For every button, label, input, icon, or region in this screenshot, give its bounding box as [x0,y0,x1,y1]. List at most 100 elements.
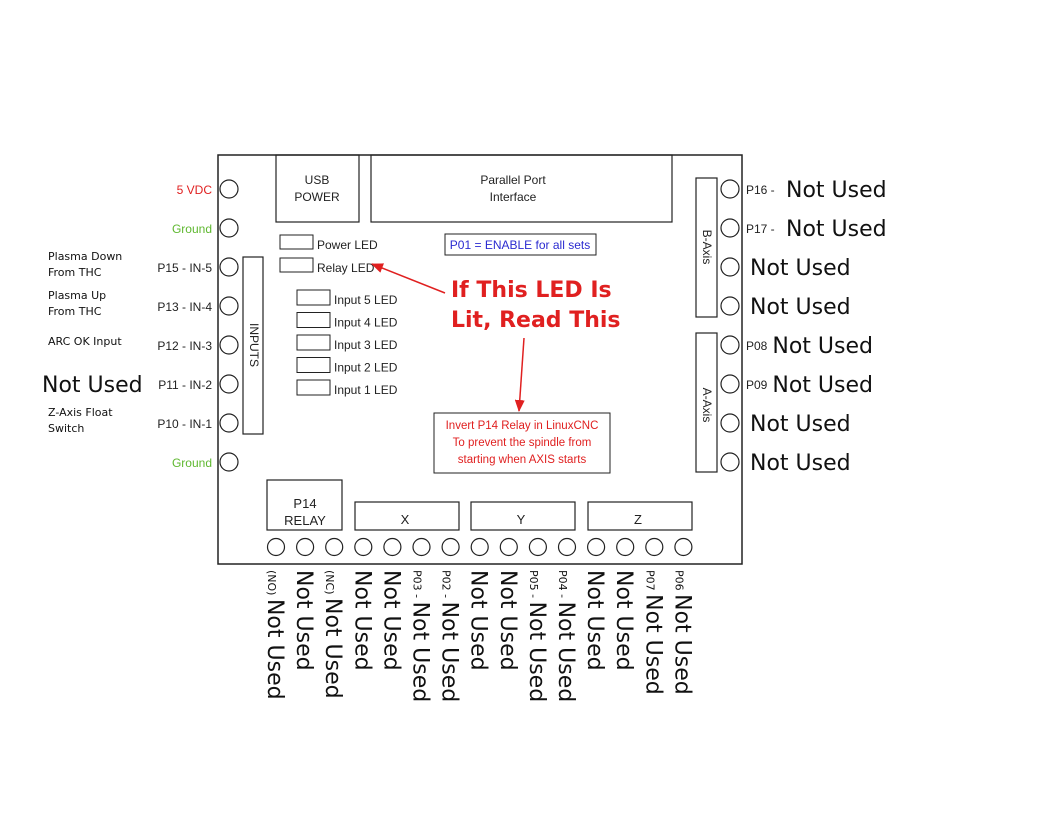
callout-arrow-to-led [371,263,446,294]
left-terminal [219,452,239,472]
input-led-4 [296,312,331,328]
bottom-pin-desc: Not Used [291,570,316,671]
left-terminal [219,218,239,238]
relay-led-label: Relay LED [317,261,375,275]
bottom-terminal [296,537,315,557]
right-pin-desc: Not Used [786,217,887,242]
bottom-terminal [557,537,577,557]
right-pin-label: P09 [746,378,768,392]
bottom-pin-prefix: P03 - [411,570,424,602]
right-pin-desc: Not Used [750,295,851,320]
right-pin-desc: Not Used [772,334,873,359]
bottom-terminal [499,537,518,557]
parallel-label-line1: Parallel Port [480,173,546,187]
right-pin-desc: Not Used [750,256,851,281]
input-led-5 [296,289,331,306]
bottom-pin-desc: Not Used [495,570,520,671]
parallel-port-box: Parallel Port Interface [370,154,673,223]
bottom-pin-desc: Not Used [582,570,607,671]
left-terminal [219,374,239,394]
input-led-label: Input 3 LED [334,338,398,352]
parallel-label-line2: Interface [490,190,537,204]
enable-note-text: P01 = ENABLE for all sets [450,238,590,252]
bottom-terminal [266,537,286,557]
right-terminal [720,335,740,355]
x-axis-box: X [354,501,460,531]
bottom-pin-label: Not Used [349,570,374,671]
bottom-pin-label: Not Used [291,570,316,671]
input-led-3 [296,334,331,351]
relay-box-line1: P14 [293,496,316,511]
input-led-2 [296,357,331,373]
bottom-pin-desc: Not Used [437,602,462,703]
bottom-pin-prefix: (NO) [265,570,278,599]
bottom-pin-prefix: P05 - [527,570,540,602]
bottom-pin-desc: Not Used [640,594,665,695]
bottom-pin-desc: Not Used [408,602,433,703]
left-terminal [219,179,239,199]
bottom-pin-desc: Not Used [378,570,403,671]
bottom-terminal [325,537,344,557]
left-pin-label: 5 VDC [177,183,213,197]
bottom-terminal [674,537,693,557]
right-pin-label: P08 [746,339,768,353]
bottom-pin-label: P03 - Not Used [408,570,433,702]
x-label: X [401,512,410,527]
bottom-terminal [616,537,635,557]
left-pin-desc: Z-Axis Float [48,406,113,419]
z-label: Z [634,512,642,527]
a-axis-box: A-Axis [695,332,718,473]
bottom-pin-desc: Not Used [611,570,636,671]
left-terminal [219,413,239,433]
power-led [279,234,314,250]
bottom-terminal [586,537,606,557]
input-led-label: Input 5 LED [334,293,398,307]
left-pin-label: P10 - IN-1 [157,417,212,431]
usb-label-line1: USB [305,173,330,187]
invert-line2: To prevent the spindle from [453,437,592,449]
bottom-pin-label: (NC) Not Used [320,570,345,699]
b-axis-box: B-Axis [695,177,718,318]
left-pin-label: P13 - IN-4 [157,300,212,314]
left-pin-label: P12 - IN-3 [157,339,212,353]
input-led-label: Input 2 LED [334,361,398,375]
left-pin-label: P11 - IN-2 [158,378,212,392]
bottom-terminal [383,537,402,557]
callout-line1: If This LED Is [451,278,612,303]
right-terminal [720,452,740,472]
left-terminal [219,335,239,355]
power-led-label: Power LED [317,238,378,252]
left-pin-desc: Not Used [42,373,143,398]
right-pin-desc: Not Used [786,178,887,203]
bottom-pin-label: Not Used [582,570,607,671]
left-pin-desc: Plasma Up [48,289,106,302]
left-pin-label: P15 - IN-5 [157,261,212,275]
left-terminal [219,257,239,277]
right-terminal [720,218,740,238]
bottom-pin-desc: Not Used [466,570,491,671]
right-pin-label: P17 - [746,222,775,236]
invert-line3: starting when AXIS starts [458,454,587,466]
bottom-pin-label: P02 - Not Used [437,570,462,702]
bottom-pin-desc: Not Used [349,570,374,671]
bottom-pin-label: Not Used [495,570,520,671]
usb-label-line2: POWER [294,190,340,204]
input-led-label: Input 4 LED [334,316,398,330]
y-axis-box: Y [470,501,576,531]
input-led-1 [296,379,331,396]
bottom-terminal [412,537,431,557]
bottom-pin-desc: Not Used [553,602,578,703]
right-terminal [720,296,740,316]
usb-power-box: USB POWER [275,154,360,223]
bottom-pin-prefix: P06 [672,570,685,594]
bottom-pin-desc: Not Used [262,599,287,700]
b-axis-label: B-Axis [700,230,714,265]
bottom-pin-label: Not Used [466,570,491,671]
y-label: Y [517,512,526,527]
relay-led [279,257,314,273]
invert-relay-note: Invert P14 Relay in LinuxCNC To prevent … [433,412,611,474]
right-pin-desc: Not Used [750,412,851,437]
